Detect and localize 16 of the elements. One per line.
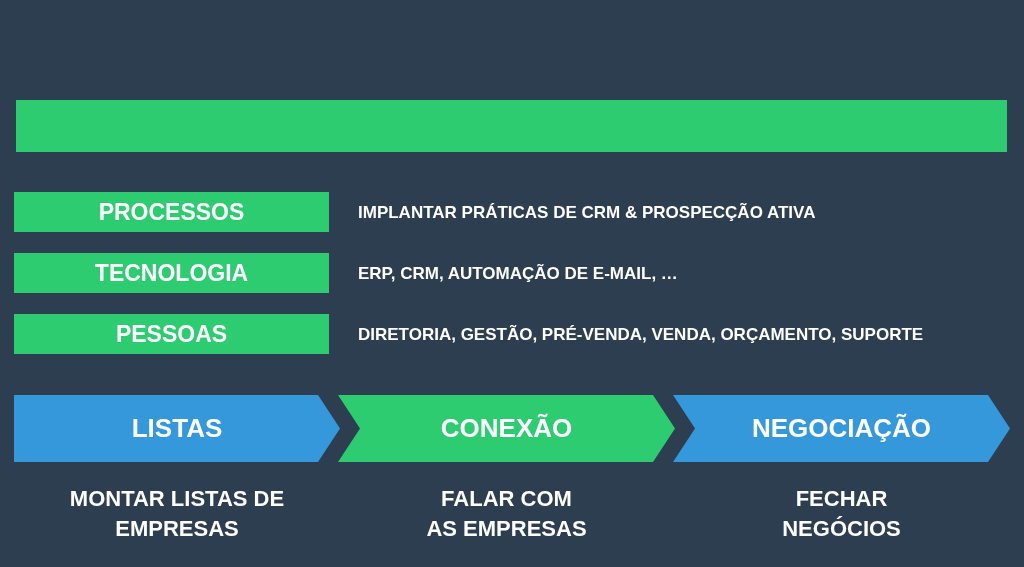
category-box xyxy=(14,192,329,232)
stage-description: FECHAR NEGÓCIOS xyxy=(781,485,902,543)
category-label: TECNOLOGIA xyxy=(94,258,249,288)
category-description: IMPLANTAR PRÁTICAS DE CRM & PROSPECÇÃO ATIVA xyxy=(358,202,816,224)
category-label: PROCESSOS xyxy=(98,197,245,227)
stage-label: CONEXÃO xyxy=(440,412,573,445)
stage-description: FALAR COM AS EMPRESAS xyxy=(425,485,588,543)
category-box xyxy=(14,314,329,354)
category-description: DIRETORIA, GESTÃO, PRÉ-VENDA, VENDA, ORÇAMENTO, SUPORTE xyxy=(358,324,924,346)
category-description: ERP, CRM, AUTOMAÇÃO DE E-MAIL, … xyxy=(358,263,678,285)
stage-label: LISTAS xyxy=(131,412,223,445)
stage-label: NEGOCIAÇÃO xyxy=(751,412,932,445)
category-box xyxy=(14,253,329,293)
banner-bar xyxy=(16,100,1007,152)
category-label: PESSOAS xyxy=(115,319,228,349)
stage-description: MONTAR LISTAS DE EMPRESAS xyxy=(68,485,286,543)
